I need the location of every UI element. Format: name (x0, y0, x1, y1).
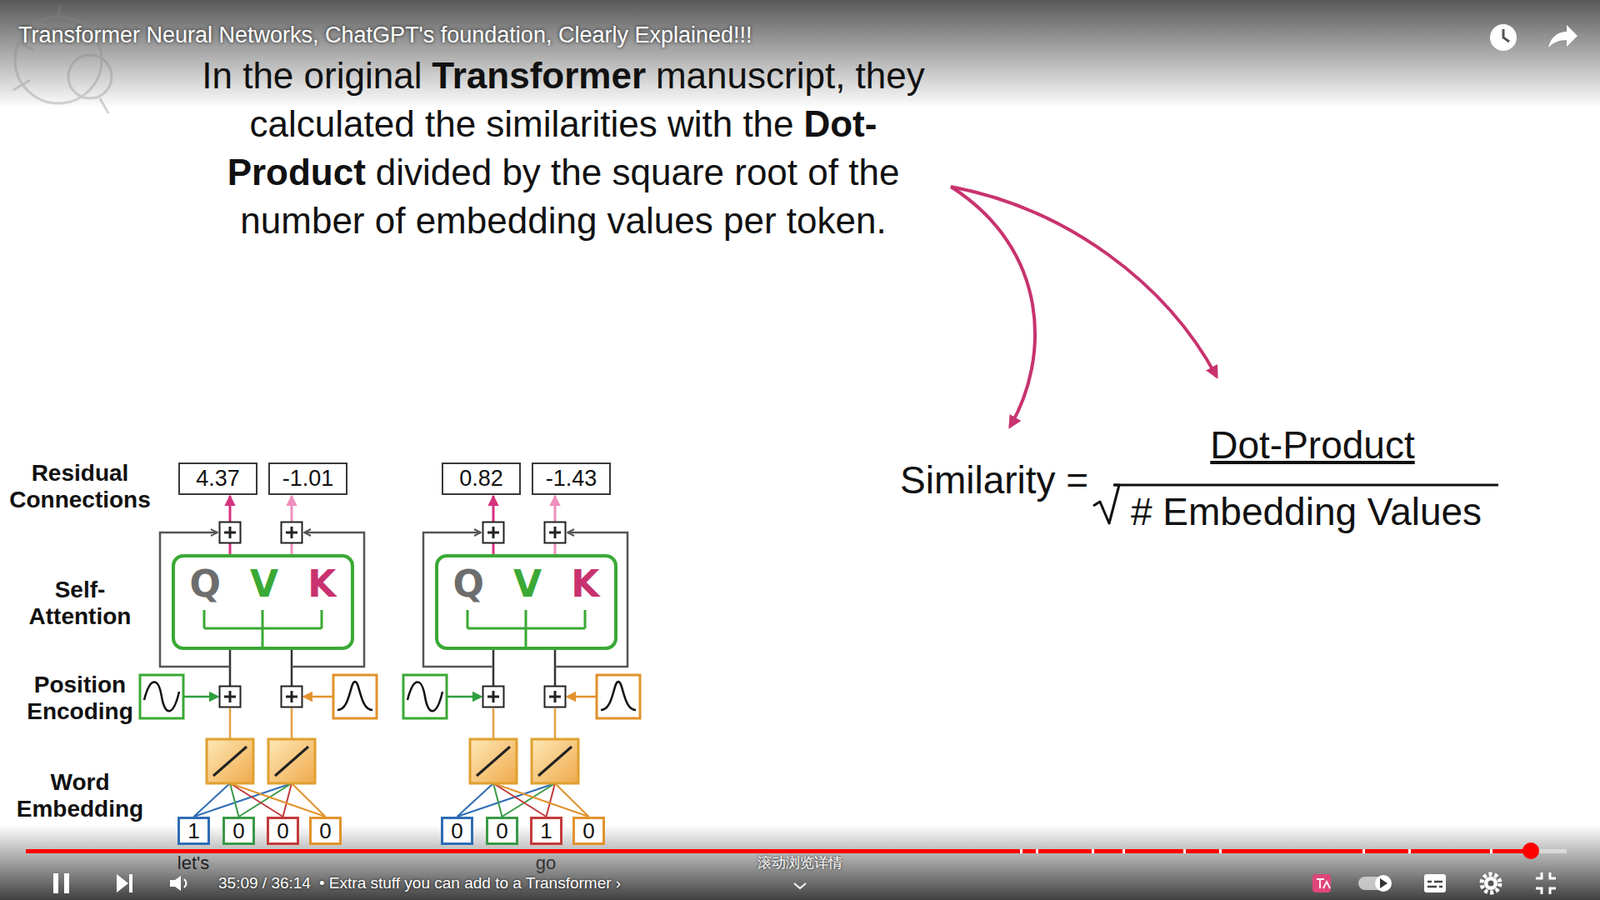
position-encoding-symbol (140, 675, 184, 719)
input-digit: 0 (582, 820, 595, 842)
activation-symbol (268, 739, 315, 784)
wire (230, 708, 292, 740)
video-time: 35:09 / 36:14 (218, 875, 311, 891)
input-digit: 0 (319, 820, 331, 842)
value-number: 0.82 (459, 467, 504, 490)
one-hot-input: 0 (309, 816, 342, 845)
activation-symbol (206, 739, 254, 784)
sum-symbol (220, 522, 241, 544)
encoder-column (140, 532, 377, 817)
scroll-hint: 滚动浏览详情 (716, 855, 884, 870)
channel-logo (13, 5, 112, 114)
slide-text: Transformer (431, 55, 646, 96)
embedding-weight (230, 783, 326, 817)
volume-icon (170, 875, 187, 891)
one-hot-input: 0 (440, 816, 474, 845)
residual-wire (160, 532, 230, 667)
formula-term: Similarity = (900, 458, 1089, 503)
wire (230, 650, 292, 687)
row-label: Position Encoding (5, 671, 155, 725)
chevron-icon (794, 883, 806, 889)
sine-curve (144, 681, 180, 711)
one-hot-input: 1 (177, 816, 210, 845)
value-number: -1.01 (282, 467, 335, 490)
self-attention-box: QVK (435, 554, 618, 650)
sum-symbol (483, 686, 505, 708)
chapter-markers (1020, 849, 1493, 854)
attention-letter: K (307, 565, 336, 603)
attention-letter: V (250, 565, 279, 603)
clock-icon (1490, 24, 1517, 51)
value-box: -1.43 (531, 462, 611, 495)
player-time-row: 35:09 / 36:14 • Extra stuff you can add t… (218, 875, 621, 891)
one-hot-input: 0 (485, 816, 519, 845)
embedding-weight (230, 783, 292, 817)
share-icon (1548, 25, 1578, 48)
slide-paragraph: In the originalTransformermanuscript, th… (163, 51, 964, 245)
video-title: Transformer Neural Networks, ChatGPT's f… (18, 23, 753, 49)
formula-denominator: # Embedding Values (1130, 490, 1482, 535)
exit-fullscreen-icon (1535, 872, 1556, 895)
identity-line (275, 746, 309, 776)
value-number: 4.37 (195, 467, 240, 490)
attention-letter: K (570, 565, 600, 603)
formula-numerator: Dot-Product (1145, 423, 1480, 468)
pause-icon (53, 873, 70, 894)
bell-curve (337, 681, 373, 710)
one-hot-input: 0 (266, 816, 300, 845)
input-word: let's (151, 854, 235, 873)
chapter-title: • Extra stuff you can add to a Transform… (319, 875, 621, 891)
wire (183, 695, 218, 699)
input-digit: 0 (232, 820, 245, 842)
input-digit: 1 (187, 820, 200, 842)
input-digit: 0 (450, 820, 463, 842)
embedding-weight (230, 783, 292, 817)
sum-symbol (483, 522, 505, 544)
translate-icon (1312, 874, 1331, 893)
fraction-bar (1113, 484, 1499, 487)
input-digit: 0 (276, 820, 289, 842)
input-word: go (504, 854, 588, 873)
callout-arrow (950, 186, 1217, 377)
progress-played (25, 849, 1531, 854)
attention-letter: V (513, 565, 542, 603)
value-box: 0.82 (441, 462, 521, 495)
encoder-column (403, 532, 640, 817)
attention-bracket (204, 610, 322, 649)
one-hot-input: 0 (222, 816, 255, 845)
value-box: 4.37 (178, 462, 258, 495)
value-box: -1.01 (268, 462, 348, 495)
identity-line (213, 746, 247, 776)
row-label: Residual Connections (5, 460, 155, 514)
self-attention-box: QVK (171, 554, 355, 650)
next-icon (116, 874, 133, 893)
row-label: Word Embedding (5, 769, 155, 823)
value-number: -1.43 (545, 467, 598, 490)
settings-icon (1481, 874, 1500, 893)
row-label: Self- Attention (5, 576, 155, 630)
progress-track (25, 849, 1567, 854)
one-hot-input: 1 (530, 816, 563, 845)
attention-letter: Q (190, 565, 221, 603)
wire (304, 695, 334, 699)
attention-letter: Q (453, 565, 485, 603)
square-root-sign (1093, 485, 1120, 524)
sum-symbol (281, 686, 303, 708)
captions-icon (1424, 874, 1446, 893)
input-digit: 0 (495, 820, 508, 842)
autoplay-toggle (1358, 875, 1392, 892)
sum-symbol (281, 522, 303, 544)
slide-text: In the original (201, 55, 422, 96)
progress-handle (1522, 842, 1540, 860)
sum-symbol (545, 522, 566, 544)
callout-arrow (950, 186, 1035, 427)
position-encoding-symbol (333, 675, 377, 719)
input-digit: 1 (540, 820, 552, 842)
sum-symbol (545, 686, 566, 708)
sum-symbol (220, 686, 241, 708)
one-hot-input: 0 (572, 816, 605, 845)
